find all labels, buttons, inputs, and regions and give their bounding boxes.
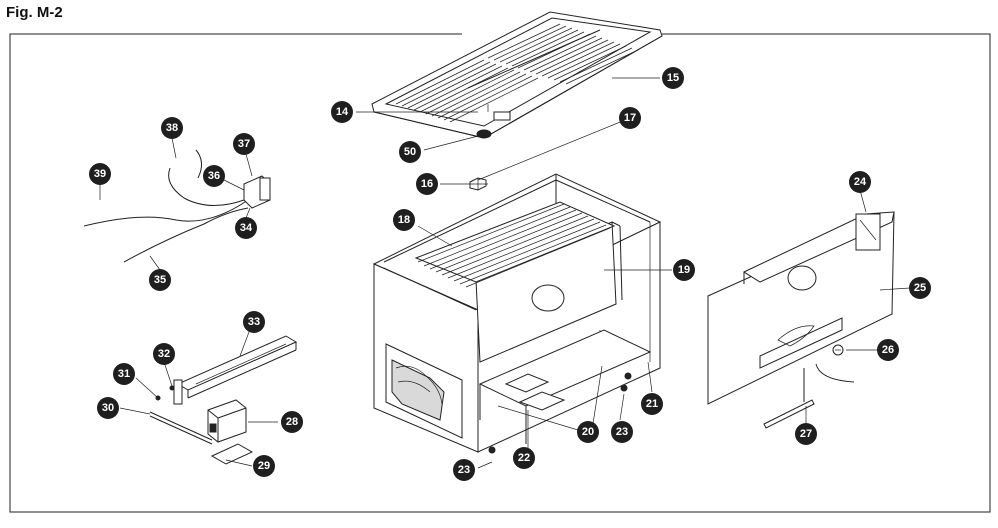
svg-text:17: 17 bbox=[624, 112, 636, 124]
callout-32: 32 bbox=[153, 343, 175, 365]
svg-text:35: 35 bbox=[154, 274, 166, 286]
svg-text:26: 26 bbox=[882, 344, 894, 356]
svg-text:37: 37 bbox=[238, 138, 250, 150]
callout-17: 17 bbox=[619, 107, 641, 129]
leader-lines bbox=[99, 77, 911, 469]
burner-rail bbox=[173, 335, 298, 405]
callout-35: 35 bbox=[149, 269, 171, 291]
callout-26: 26 bbox=[877, 339, 899, 361]
igniter-rod bbox=[149, 385, 213, 445]
control-box bbox=[207, 399, 247, 443]
callout-22: 22 bbox=[513, 447, 535, 469]
callout-33: 33 bbox=[243, 311, 265, 333]
callout-15: 15 bbox=[662, 67, 684, 89]
svg-text:21: 21 bbox=[646, 398, 658, 410]
diagram-frame bbox=[9, 33, 991, 513]
callout-24: 24 bbox=[849, 171, 871, 193]
callout-23-right: 23 bbox=[611, 421, 633, 443]
svg-text:16: 16 bbox=[421, 178, 433, 190]
mounting-pad bbox=[210, 443, 254, 465]
svg-text:33: 33 bbox=[248, 316, 260, 328]
svg-text:39: 39 bbox=[94, 168, 106, 180]
base-pan bbox=[478, 329, 652, 454]
svg-text:34: 34 bbox=[240, 222, 253, 234]
callout-19: 19 bbox=[673, 259, 695, 281]
svg-text:19: 19 bbox=[678, 264, 690, 276]
svg-text:23: 23 bbox=[616, 426, 628, 438]
svg-text:23: 23 bbox=[458, 464, 470, 476]
callout-37: 37 bbox=[233, 133, 255, 155]
callout-20: 20 bbox=[577, 421, 599, 443]
callout-14: 14 bbox=[331, 101, 353, 123]
wire-harness bbox=[83, 149, 271, 263]
svg-text:14: 14 bbox=[336, 106, 349, 118]
figure-title: Fig. M-2 bbox=[6, 4, 63, 21]
callout-50: 50 bbox=[399, 141, 421, 163]
svg-text:18: 18 bbox=[398, 214, 410, 226]
svg-text:20: 20 bbox=[582, 426, 594, 438]
svg-text:27: 27 bbox=[800, 428, 812, 440]
trim-strip bbox=[763, 363, 855, 429]
svg-text:30: 30 bbox=[102, 402, 114, 414]
callout-39: 39 bbox=[89, 163, 111, 185]
svg-text:24: 24 bbox=[854, 176, 867, 188]
callout-38: 38 bbox=[161, 117, 183, 139]
callout-16: 16 bbox=[416, 173, 438, 195]
callout-21: 21 bbox=[641, 393, 663, 415]
svg-text:28: 28 bbox=[286, 416, 298, 428]
svg-text:15: 15 bbox=[667, 72, 679, 84]
knob bbox=[832, 344, 844, 356]
svg-text:22: 22 bbox=[518, 452, 530, 464]
svg-text:31: 31 bbox=[118, 368, 130, 380]
callout-34: 34 bbox=[235, 217, 257, 239]
callout-36: 36 bbox=[203, 165, 225, 187]
svg-text:25: 25 bbox=[914, 282, 926, 294]
svg-text:50: 50 bbox=[404, 146, 416, 158]
callout-31: 31 bbox=[113, 363, 135, 385]
svg-text:38: 38 bbox=[166, 122, 178, 134]
svg-text:36: 36 bbox=[208, 170, 220, 182]
callout-30: 30 bbox=[97, 397, 119, 419]
callout-18: 18 bbox=[393, 209, 415, 231]
svg-text:32: 32 bbox=[158, 348, 170, 360]
callout-29: 29 bbox=[253, 455, 275, 477]
callout-27: 27 bbox=[795, 423, 817, 445]
callout-28: 28 bbox=[281, 411, 303, 433]
front-panel bbox=[707, 211, 895, 405]
svg-text:29: 29 bbox=[258, 460, 270, 472]
top-grille bbox=[371, 11, 663, 139]
callout-25: 25 bbox=[909, 277, 931, 299]
callout-23-left: 23 bbox=[453, 459, 475, 481]
